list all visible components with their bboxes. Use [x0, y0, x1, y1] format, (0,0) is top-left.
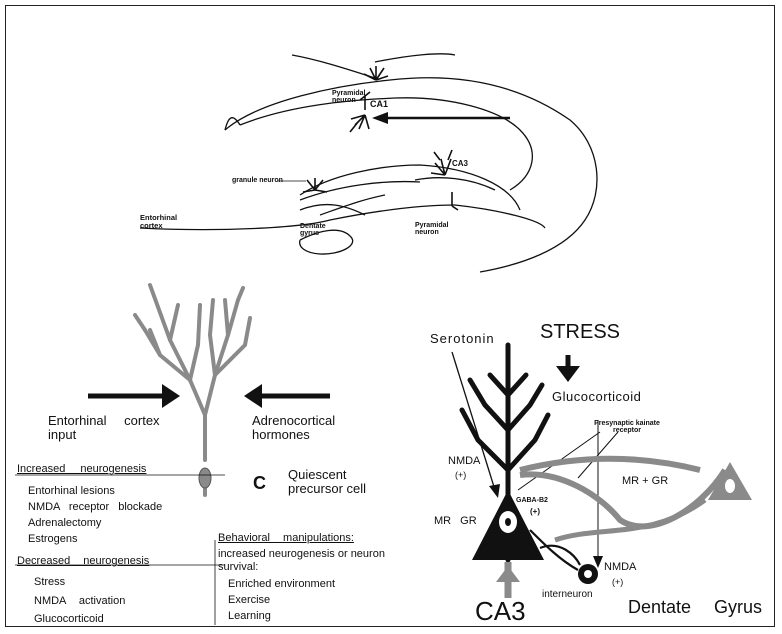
glucocorticoid-label: Glucocorticoid: [552, 390, 641, 404]
nmda-top-label: NMDA: [448, 456, 480, 468]
presynaptic-kainate-label: Presynaptic kainate receptor: [582, 420, 672, 435]
perforant-path-arrowhead: [372, 112, 388, 124]
quiescent-precursor-label: Quiescent precursor cell: [288, 468, 378, 495]
behavior-subtitle: increased neurogenesis or neuron surviva…: [218, 548, 398, 574]
entorhinal-cortex-label: Entorhinal cortex: [140, 214, 180, 230]
ca1-label: CA1: [370, 100, 388, 109]
ca3-nucleolus: [505, 518, 511, 526]
mossy-to-interneuron: [555, 500, 705, 540]
dentate-granule-nucleus: [725, 479, 735, 493]
nmda-bottom-sign: (+): [612, 578, 623, 587]
granule-soma: [199, 468, 211, 488]
increased-heading: Increased neurogenesis: [17, 464, 146, 476]
hippocampus-schematic: [140, 54, 597, 272]
pyramidal-neuron-label-bottom: Pyramidal neuron: [415, 222, 453, 237]
interneuron-nucleus: [584, 570, 592, 578]
increased-item: NMDA receptor blockade: [28, 502, 162, 514]
increased-item: Entorhinal lesions: [28, 486, 115, 498]
gaba-sign: (+): [530, 508, 540, 516]
adrenocortical-label: Adrenocortical hormones: [252, 414, 362, 441]
entorhinal-input-label: Entorhinal cortex input: [48, 414, 198, 441]
granule-neuron-branches: [303, 178, 327, 192]
gaba-b2-label: GABA-B2: [516, 497, 548, 504]
granule-neuron-label: granule neuron: [232, 177, 283, 184]
serotonin-label: Serotonin: [430, 332, 495, 346]
behavior-item: Enriched environment: [228, 579, 335, 591]
granule-dendritic-tree: [135, 285, 250, 495]
decreased-heading: Decreased neurogenesis: [17, 556, 149, 568]
dentate-gyrus-small-label: Dentate gyrus: [300, 223, 332, 238]
gaba-inhibition-arc: [540, 546, 580, 565]
serotonin-arrowhead: [489, 484, 500, 498]
mr-gr-label: MR GR: [434, 516, 477, 528]
quiescent-cell-icon: C: [253, 474, 266, 493]
behavior-heading: Behavioral manipulations:: [218, 533, 354, 545]
ca3-label: CA3: [475, 598, 526, 625]
stress-label: STRESS: [540, 322, 620, 343]
decreased-item: Glucocorticoid: [34, 614, 104, 626]
behavior-item: Learning: [228, 611, 271, 623]
mr-plus-gr-label: MR + GR: [622, 476, 668, 488]
adrenocortical-arrowhead: [244, 384, 262, 408]
interneuron-label: interneuron: [542, 590, 593, 601]
nmda-bottom-label: NMDA: [604, 562, 636, 574]
nmda-top-sign: (+): [455, 471, 466, 480]
glucocorticoid-down-head: [593, 556, 603, 568]
entorhinal-input-arrowhead: [162, 384, 180, 408]
pyramidal-neuron-label-top: Pyramidal neuron: [332, 90, 370, 104]
behavior-item: Exercise: [228, 595, 270, 607]
ca3-small-label: CA3: [452, 160, 468, 168]
increased-item: Adrenalectomy: [28, 518, 101, 530]
mossy-fiber-gray-2: [520, 459, 700, 470]
stress-arrowhead: [556, 366, 580, 382]
ca3-axon-gray-head: [496, 566, 520, 582]
dentate-gyrus-label: Dentate Gyrus: [628, 598, 762, 617]
decreased-item: NMDA activation: [34, 596, 125, 608]
increased-item: Estrogens: [28, 534, 78, 546]
decreased-item: Stress: [34, 577, 65, 589]
